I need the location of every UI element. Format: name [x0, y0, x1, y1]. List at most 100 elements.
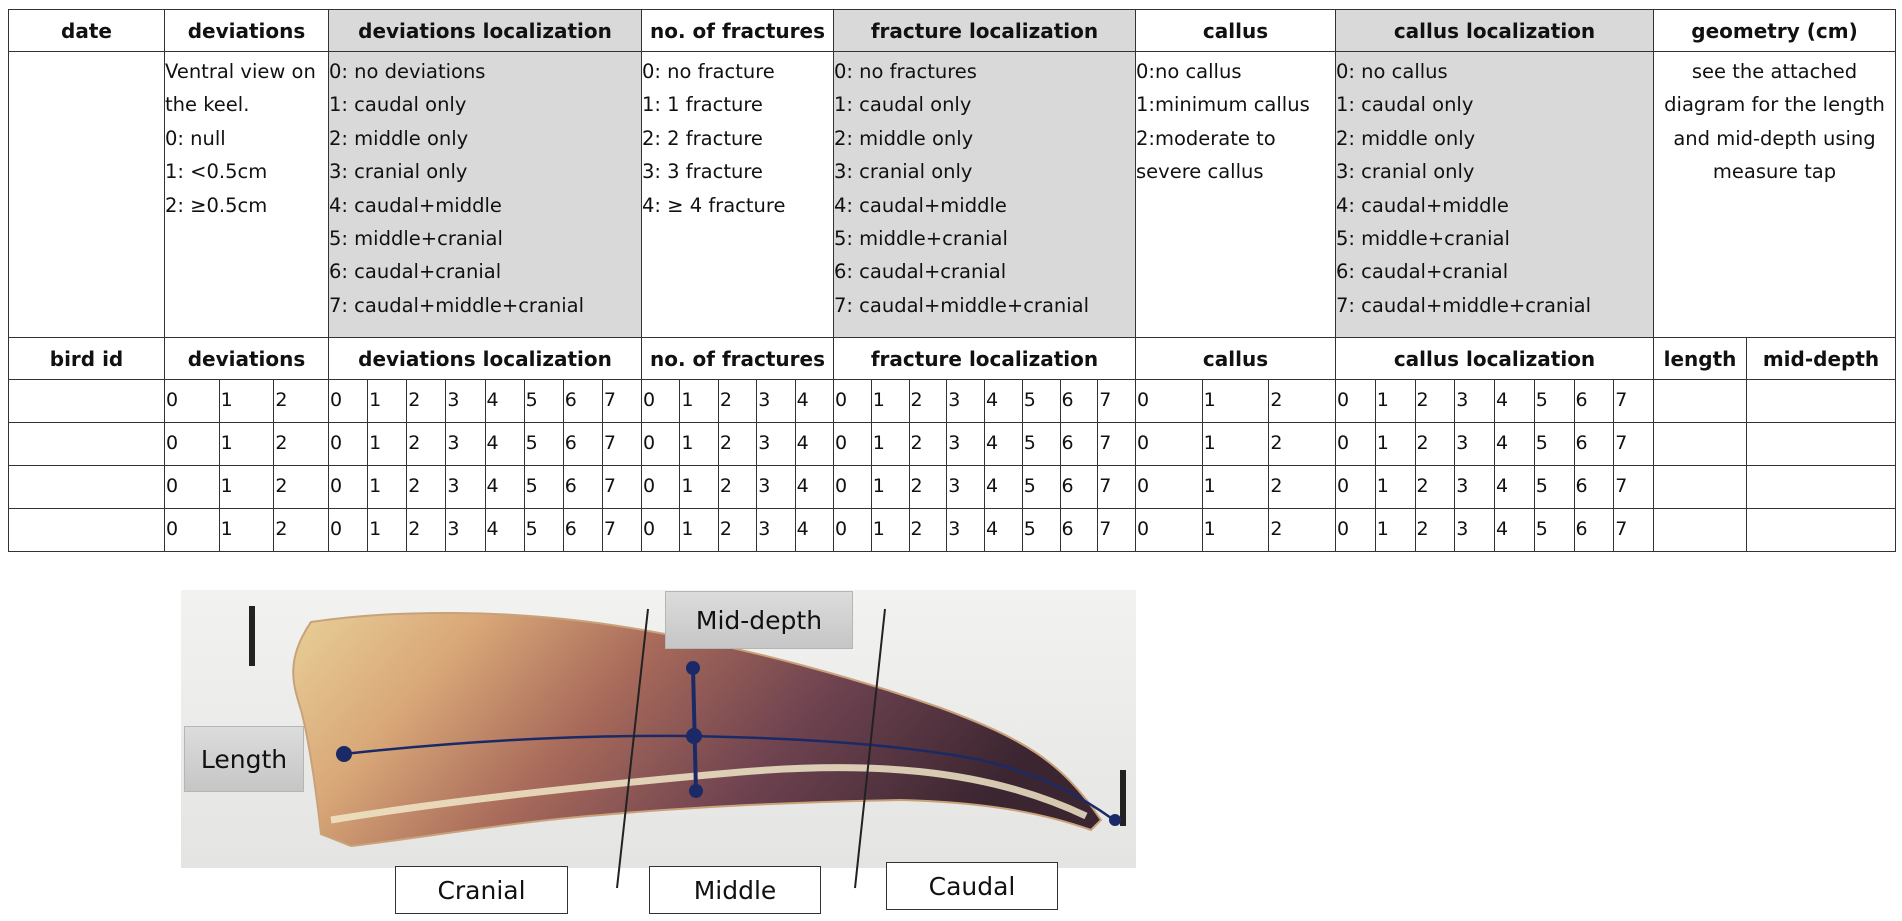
score-option[interactable]: 0	[643, 475, 656, 497]
score-option[interactable]: 2	[1414, 423, 1455, 465]
score-option[interactable]: 7	[601, 509, 641, 551]
score-option[interactable]: 1	[1201, 423, 1269, 465]
score-option[interactable]: 1	[1374, 466, 1415, 508]
score-option[interactable]: 1	[218, 509, 274, 551]
score-option[interactable]: 1	[367, 423, 406, 465]
score-option[interactable]: 5	[1021, 380, 1060, 422]
score-option[interactable]: 0	[166, 475, 179, 497]
mid-depth-cell[interactable]	[1746, 508, 1896, 552]
score-option[interactable]: 0	[330, 432, 343, 454]
score-option[interactable]: 7	[1097, 380, 1134, 422]
score-option[interactable]: 0	[1337, 432, 1350, 454]
score-option[interactable]: 0	[643, 389, 656, 411]
score-option[interactable]: 5	[1021, 466, 1060, 508]
mid-depth-cell[interactable]	[1746, 465, 1896, 509]
score-option[interactable]: 7	[1097, 466, 1134, 508]
score-option[interactable]: 4	[484, 509, 524, 551]
score-option[interactable]: 5	[523, 380, 563, 422]
score-option[interactable]: 0	[166, 389, 179, 411]
score-option[interactable]: 2	[1268, 509, 1334, 551]
score-option[interactable]: 5	[523, 509, 563, 551]
score-option[interactable]: 5	[1533, 466, 1574, 508]
score-option[interactable]: 2	[908, 466, 947, 508]
score-option[interactable]: 3	[445, 466, 484, 508]
score-option[interactable]: 4	[1494, 509, 1534, 551]
score-option[interactable]: 6	[1059, 509, 1098, 551]
score-option[interactable]: 2	[908, 423, 947, 465]
score-option[interactable]: 7	[1613, 423, 1652, 465]
length-cell[interactable]	[1653, 508, 1747, 552]
score-option[interactable]: 2	[406, 509, 445, 551]
score-option[interactable]: 0	[1337, 475, 1350, 497]
score-option[interactable]: 2	[717, 423, 756, 465]
score-option[interactable]: 0	[643, 432, 656, 454]
score-option[interactable]: 0	[835, 432, 848, 454]
score-option[interactable]: 0	[166, 518, 179, 540]
score-option[interactable]: 2	[1268, 423, 1334, 465]
score-option[interactable]: 1	[1374, 380, 1415, 422]
score-option[interactable]: 0	[835, 518, 848, 540]
score-option[interactable]: 6	[1573, 509, 1614, 551]
score-option[interactable]: 7	[601, 423, 641, 465]
score-option[interactable]: 4	[484, 423, 524, 465]
score-option[interactable]: 1	[1201, 466, 1269, 508]
mid-depth-cell[interactable]	[1746, 422, 1896, 466]
score-option[interactable]: 3	[756, 509, 794, 551]
score-option[interactable]: 4	[484, 466, 524, 508]
bird-id-cell[interactable]	[8, 379, 165, 423]
score-option[interactable]: 4	[984, 466, 1022, 508]
score-option[interactable]: 1	[367, 466, 406, 508]
bird-id-cell[interactable]	[8, 508, 165, 552]
bird-id-cell[interactable]	[8, 465, 165, 509]
score-option[interactable]: 3	[445, 509, 484, 551]
score-option[interactable]: 4	[484, 380, 524, 422]
score-option[interactable]: 5	[1021, 423, 1060, 465]
score-option[interactable]: 0	[330, 389, 343, 411]
score-option[interactable]: 3	[756, 380, 794, 422]
score-option[interactable]: 7	[1097, 423, 1134, 465]
score-option[interactable]: 1	[679, 466, 717, 508]
score-option[interactable]: 4	[984, 509, 1022, 551]
score-option[interactable]: 2	[1414, 466, 1455, 508]
score-option[interactable]: 0	[1337, 389, 1350, 411]
score-option[interactable]: 0	[166, 432, 179, 454]
mid-depth-cell[interactable]	[1746, 379, 1896, 423]
score-option[interactable]: 3	[946, 509, 984, 551]
score-option[interactable]: 0	[835, 389, 848, 411]
score-option[interactable]: 1	[367, 380, 406, 422]
score-option[interactable]: 2	[1414, 380, 1455, 422]
score-option[interactable]: 6	[562, 466, 602, 508]
score-option[interactable]: 7	[1613, 380, 1652, 422]
score-option[interactable]: 0	[1137, 432, 1150, 454]
score-option[interactable]: 4	[794, 509, 833, 551]
score-option[interactable]: 2	[406, 423, 445, 465]
score-option[interactable]: 2	[406, 466, 445, 508]
score-option[interactable]: 3	[445, 423, 484, 465]
score-option[interactable]: 5	[1533, 423, 1574, 465]
length-cell[interactable]	[1653, 379, 1747, 423]
score-option[interactable]: 4	[794, 380, 833, 422]
score-option[interactable]: 4	[794, 466, 833, 508]
score-option[interactable]: 2	[1268, 466, 1334, 508]
score-option[interactable]: 7	[1097, 509, 1134, 551]
score-option[interactable]: 5	[1533, 380, 1574, 422]
score-option[interactable]: 6	[562, 423, 602, 465]
score-option[interactable]: 6	[562, 380, 602, 422]
score-option[interactable]: 1	[870, 509, 909, 551]
score-option[interactable]: 4	[984, 423, 1022, 465]
score-option[interactable]: 1	[1374, 423, 1415, 465]
score-option[interactable]: 2	[406, 380, 445, 422]
score-option[interactable]: 2	[1414, 509, 1455, 551]
score-option[interactable]: 3	[445, 380, 484, 422]
score-option[interactable]: 1	[1201, 380, 1269, 422]
length-cell[interactable]	[1653, 422, 1747, 466]
score-option[interactable]: 4	[1494, 423, 1534, 465]
score-option[interactable]: 3	[1454, 466, 1494, 508]
score-option[interactable]: 5	[523, 466, 563, 508]
score-option[interactable]: 2	[1268, 380, 1334, 422]
score-option[interactable]: 2	[273, 466, 327, 508]
score-option[interactable]: 6	[1573, 423, 1614, 465]
score-option[interactable]: 1	[870, 466, 909, 508]
score-option[interactable]: 1	[679, 423, 717, 465]
score-option[interactable]: 3	[756, 423, 794, 465]
